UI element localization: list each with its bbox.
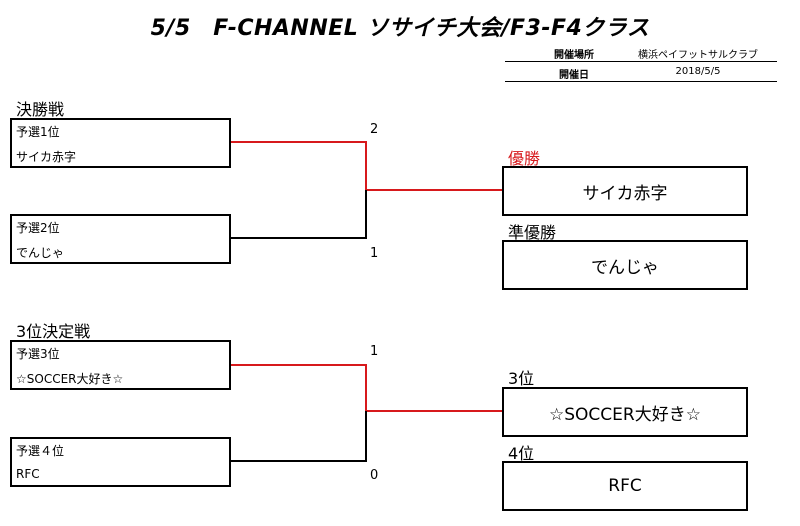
team-name: サイカ赤字 [16, 150, 77, 164]
final-score2: 1 [370, 246, 379, 261]
third-heading: 3位決定戦 [16, 322, 91, 341]
seed-label: 予選2位 [16, 221, 60, 235]
final-team1-box: 予選1位 サイカ赤字 [10, 118, 231, 168]
third-winner-line [230, 364, 502, 412]
venue-value: 横浜ペイフットサルクラブ [638, 50, 758, 61]
champion-label: 優勝 [508, 149, 541, 168]
date-value: 2018/5/5 [675, 66, 721, 77]
date-label: 開催日 [559, 70, 589, 81]
team-name: RFC [16, 467, 40, 481]
runner-up-label: 準優勝 [508, 223, 557, 242]
final-winner-line [230, 141, 502, 191]
page-title: 5/5 F-CHANNEL ソサイチ大会/F3-F4クラス [150, 16, 650, 41]
third-team1-box: 予選3位 ☆SOCCER大好き☆ [10, 340, 231, 390]
final-team2-box: 予選2位 でんじゃ [10, 214, 231, 264]
info-divider [505, 61, 777, 62]
champion-name: サイカ赤字 [582, 183, 668, 204]
final-heading: 決勝戦 [16, 100, 65, 119]
fourth-place-name: RFC [608, 476, 642, 496]
final-loser-line [230, 190, 367, 239]
seed-label: 予選3位 [16, 347, 60, 361]
third-score2: 0 [370, 468, 379, 483]
info-divider [505, 81, 777, 82]
third-score1: 1 [370, 344, 379, 359]
fourth-place-label: 4位 [508, 444, 535, 463]
seed-label: 予選４位 [16, 444, 65, 458]
third-team2-box: 予選４位 RFC [10, 437, 231, 487]
champion-box: サイカ赤字 [502, 166, 748, 216]
third-loser-line [230, 411, 367, 462]
fourth-place-box: RFC [502, 461, 748, 511]
team-name: ☆SOCCER大好き☆ [16, 372, 124, 386]
third-place-label: 3位 [508, 369, 535, 388]
third-place-box: ☆SOCCER大好き☆ [502, 387, 748, 437]
runner-up-box: でんじゃ [502, 240, 748, 290]
runner-up-name: でんじゃ [591, 257, 659, 278]
team-name: でんじゃ [16, 246, 65, 260]
final-score1: 2 [370, 122, 379, 137]
seed-label: 予選1位 [16, 125, 60, 139]
third-place-name: ☆SOCCER大好き☆ [549, 404, 701, 425]
venue-label: 開催場所 [554, 50, 594, 61]
